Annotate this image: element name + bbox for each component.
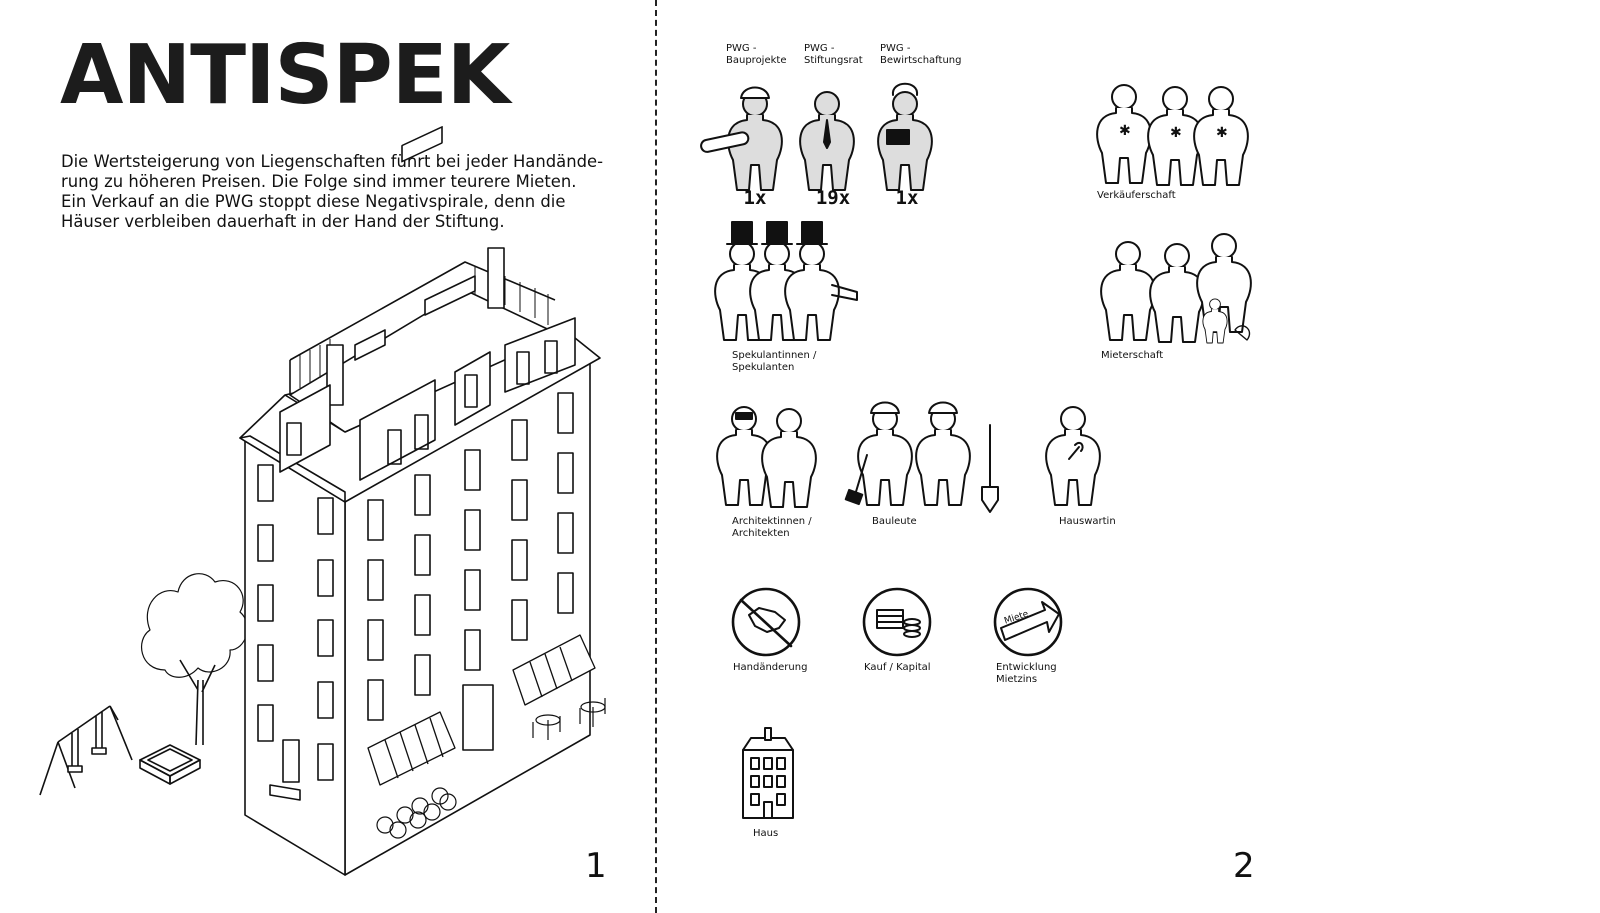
intro-text: Die Wertsteigerung von Liegenschaften fü… xyxy=(61,152,603,232)
sandbox-icon xyxy=(139,744,201,785)
window-grid-left xyxy=(257,464,334,801)
caption-haus: Haus xyxy=(753,828,779,839)
svg-text:✱: ✱ xyxy=(1216,125,1228,141)
awning-icon xyxy=(367,634,596,786)
caption-line: Mietzins xyxy=(996,674,1038,685)
bicycle-icon xyxy=(376,787,457,839)
intro-line: rung zu höheren Preisen. Die Folge sind … xyxy=(61,172,577,191)
right-page: ✱ ✱ ✱ xyxy=(657,0,1600,913)
intro-line: Ein Verkauf an die PWG stoppt diese Nega… xyxy=(61,192,566,211)
building-illustration xyxy=(39,126,606,876)
caption-mieterschaft: Mieterschaft xyxy=(1101,350,1164,361)
caption-entwicklung: Entwicklung Mietzins xyxy=(996,662,1057,686)
caption-line: Architektinnen / xyxy=(732,516,812,527)
window-grid-right xyxy=(367,392,574,751)
quantity-label: 1x xyxy=(743,187,767,209)
building-icon xyxy=(239,126,606,876)
caretaker-icon xyxy=(1045,406,1101,506)
caption-line: PWG - xyxy=(804,43,835,54)
page-number: 1 xyxy=(585,846,607,886)
seller-group-icon: ✱ ✱ ✱ xyxy=(1096,84,1249,186)
intro-line: Häuser verbleiben dauerhaft in der Hand … xyxy=(61,212,505,231)
caption-line: Bauprojekte xyxy=(726,55,787,66)
svg-text:✱: ✱ xyxy=(1170,125,1182,141)
caption-hauswartin: Hauswartin xyxy=(1059,516,1116,527)
tree-icon xyxy=(141,573,248,746)
pwg-caption: PWG - Bewirtschaftung xyxy=(880,43,961,67)
house-icon xyxy=(742,727,794,819)
caption-handaenderung: Handänderung xyxy=(733,662,808,673)
board-member-icon xyxy=(799,91,855,191)
page-title: ANTISPEK xyxy=(60,28,510,123)
caption-kauf: Kauf / Kapital xyxy=(864,662,931,673)
caption-line: Architekten xyxy=(732,528,790,539)
handshake-icon xyxy=(731,587,801,657)
architect-group-icon xyxy=(716,406,817,508)
parts-illustrations: ✱ ✱ ✱ xyxy=(700,82,1252,819)
builder-group-icon xyxy=(844,401,999,513)
quantity-label: 1x xyxy=(895,187,919,209)
page-divider xyxy=(655,0,657,913)
caption-line: PWG - xyxy=(726,43,757,54)
quantity-label: 19x xyxy=(815,187,851,209)
caption-architekten: Architektinnen / Architekten xyxy=(732,516,812,540)
caption-line: PWG - xyxy=(880,43,911,54)
svg-text:✱: ✱ xyxy=(1119,123,1131,139)
rent-increase-icon xyxy=(993,587,1063,657)
caption-spekulanten: Spekulantinnen / Spekulanten xyxy=(732,350,816,374)
caption-bauleute: Bauleute xyxy=(872,516,917,527)
tenant-group-icon xyxy=(1100,233,1252,344)
construction-worker-icon xyxy=(700,86,783,191)
caption-line: Spekulanten xyxy=(732,362,795,373)
caption-line: Entwicklung xyxy=(996,662,1057,673)
money-icon xyxy=(862,587,932,657)
intro-line: Die Wertsteigerung von Liegenschaften fü… xyxy=(61,152,603,171)
caption-verkaeuferschaft: Verkäuferschaft xyxy=(1097,190,1176,201)
manager-icon xyxy=(877,82,933,191)
speculator-group-icon xyxy=(714,221,858,341)
page-number: 2 xyxy=(1233,846,1255,886)
pwg-caption: PWG - Bauprojekte xyxy=(726,43,786,67)
caption-line: Spekulantinnen / xyxy=(732,350,817,361)
left-page: ANTISPEK Die Wertsteigerung von Liegensc… xyxy=(0,0,655,913)
swing-icon xyxy=(39,705,133,796)
pwg-caption: PWG - Stiftungsrat xyxy=(804,43,863,67)
caption-line: Stiftungsrat xyxy=(804,55,863,66)
cafe-table-icon xyxy=(532,698,606,740)
caption-line: Bewirtschaftung xyxy=(880,55,962,66)
